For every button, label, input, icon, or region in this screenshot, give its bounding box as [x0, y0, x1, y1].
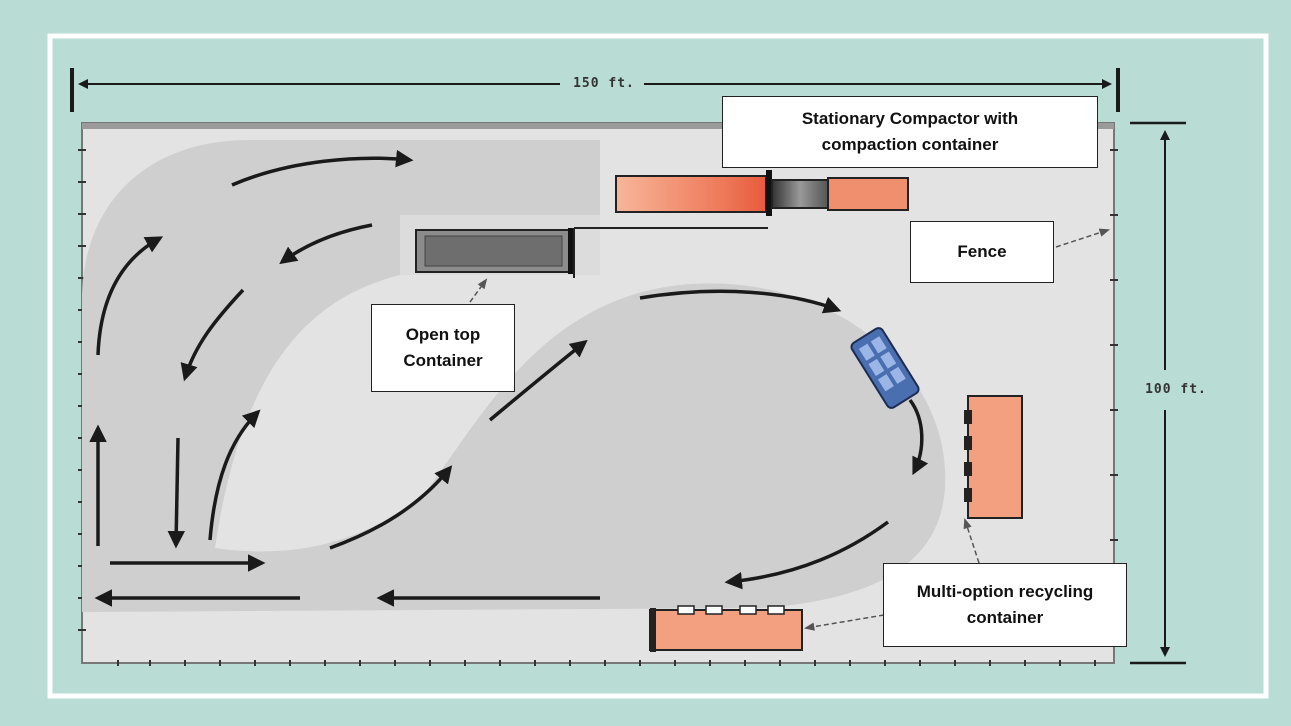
stationary-compactor	[615, 170, 909, 216]
curved-arrow-icon	[89, 149, 929, 607]
double-arrow-icon	[70, 68, 1186, 665]
width-dimension-label: 150 ft.	[573, 76, 635, 91]
fence-top	[82, 123, 1114, 129]
fence-label: Fence	[910, 221, 1054, 283]
pointer-arrow-icon	[469, 228, 1110, 631]
right-recycling-container	[964, 395, 1023, 519]
compactor-label: Stationary Compactor with compaction con…	[722, 96, 1098, 168]
height-dimension-label: 100 ft.	[1145, 382, 1207, 397]
bottom-recycling-container	[649, 605, 803, 652]
open-top-label: Open top Container	[371, 304, 515, 392]
multi-option-label: Multi-option recycling container	[883, 563, 1127, 647]
blue-recycler-vehicle	[850, 327, 920, 409]
outer-frame	[47, 33, 1269, 699]
open-top-container	[415, 228, 574, 274]
